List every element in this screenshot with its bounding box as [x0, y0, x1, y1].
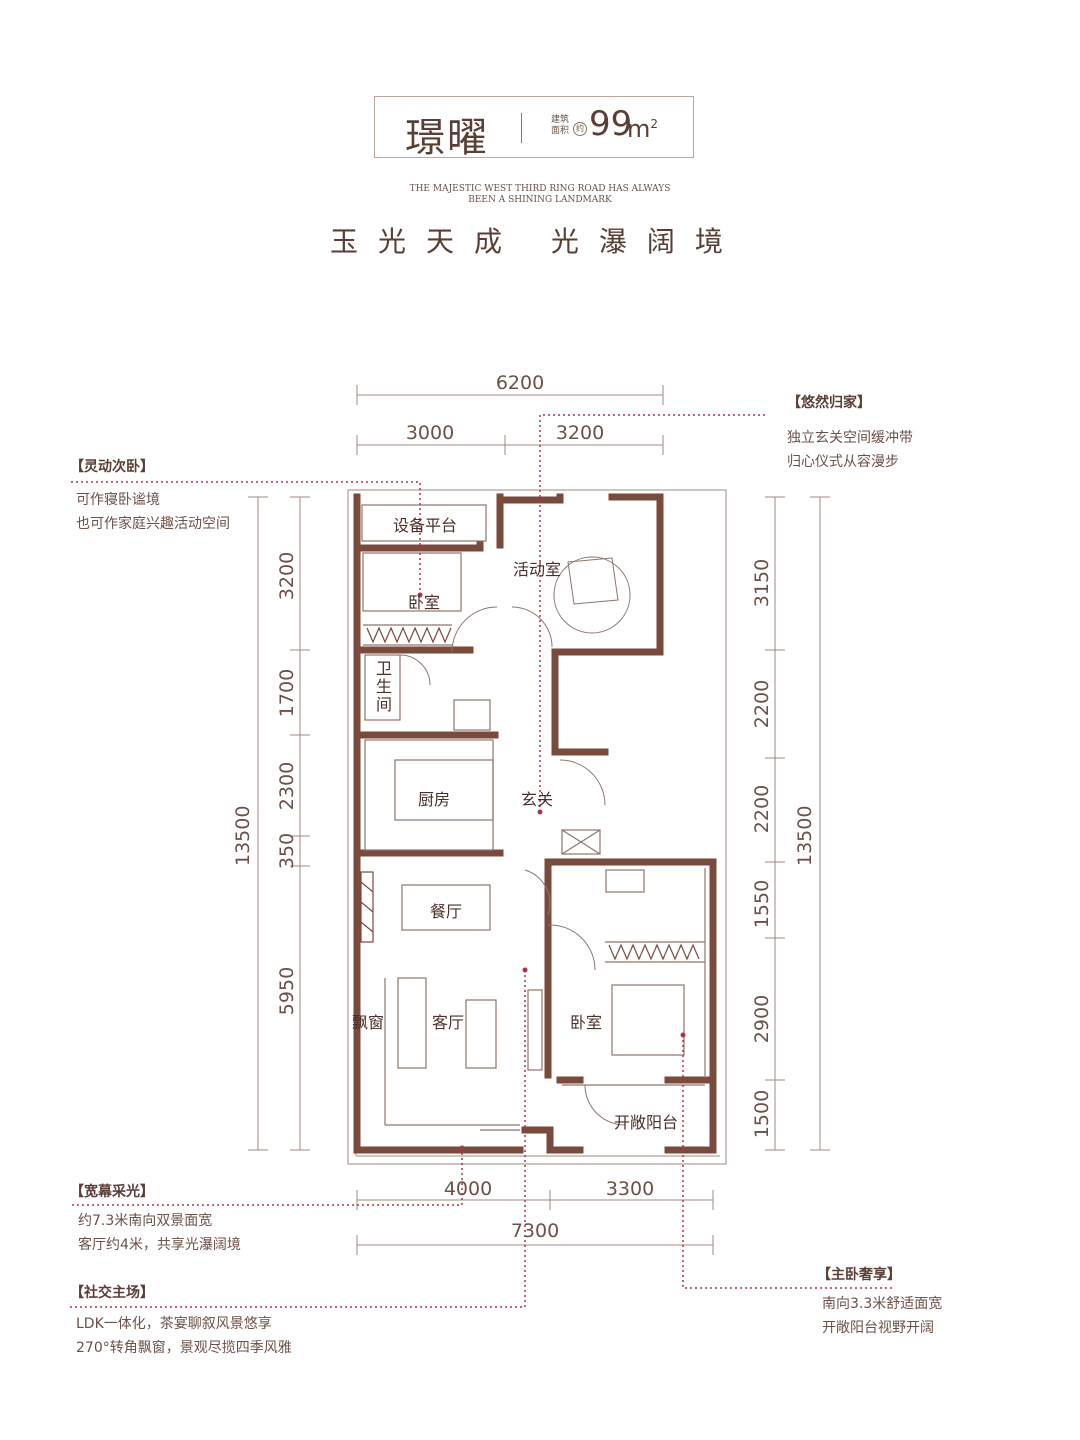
annotation-light-line: 客厅约4米，共享光瀑阔境 [78, 1237, 241, 1253]
dim-left-1: 3200 [276, 551, 298, 601]
dim-bottom-right: 3300 [605, 1178, 655, 1200]
annotation-home-line: 归心仪式从容漫步 [787, 454, 899, 470]
dim-bottom-left: 4000 [443, 1178, 493, 1200]
room-activity: 活动室 [513, 560, 562, 579]
area-value: 99 [589, 104, 633, 144]
dim-right-5: 2900 [751, 994, 773, 1044]
room-bedroom-small: 卧室 [408, 593, 441, 612]
dim-left-3: 2300 [276, 761, 298, 811]
walls [353, 493, 717, 1154]
room-entrance: 玄关 [521, 790, 554, 809]
annotation-social-title: 【社交主场】 [70, 1285, 154, 1301]
room-dining: 餐厅 [430, 902, 463, 921]
dim-left-2: 1700 [276, 668, 298, 718]
room-kitchen: 厨房 [418, 790, 451, 809]
outer-outline [347, 489, 727, 1165]
room-equipment: 设备平台 [393, 516, 458, 535]
annotation-light-title: 【宽幕采光】 [70, 1184, 154, 1200]
room-bay-window: 飘窗 [352, 1013, 385, 1032]
area-label: 建筑面积 [551, 115, 570, 136]
door-swings [399, 556, 631, 1126]
slogan: 玉光天成 光瀑阔境 [330, 225, 743, 258]
dim-right-3: 2200 [751, 784, 773, 834]
annotation-second-bedroom-line: 可作寝卧谧境 [76, 492, 160, 508]
title-separator [521, 113, 522, 143]
dim-right-total: 13500 [794, 805, 816, 866]
annotation-second-bedroom-line: 也可作家庭兴趣活动空间 [76, 516, 230, 532]
dim-bottom-total: 7300 [510, 1220, 560, 1242]
annotation-social-line: LDK一体化，茶宴聊叙风景悠享 [76, 1316, 272, 1332]
room-bathroom: 卫生间 [376, 659, 393, 714]
annotation-home-title: 【悠然归家】 [787, 395, 871, 411]
annotation-second-bedroom-title: 【灵动次卧】 [70, 459, 154, 475]
interior-lines [361, 504, 706, 1131]
annotation-light-line: 约7.3米南向双景面宽 [78, 1213, 213, 1229]
dimension-lines [248, 385, 830, 1255]
dim-right-4: 1550 [751, 879, 773, 929]
title-box: 璟曜 建筑面积 约 99 m2 [374, 96, 694, 161]
wardrobe-hatch [360, 626, 700, 961]
english-tagline: THE MAJESTIC WEST THIRD RING ROAD HAS AL… [409, 184, 671, 205]
annotation-master-line: 开敞阳台视野开阔 [822, 1320, 934, 1336]
unit-name: 璟曜 [405, 115, 489, 161]
dim-right-6: 1500 [751, 1089, 773, 1139]
dim-right-1: 3150 [751, 558, 773, 608]
dim-right-2: 2200 [751, 679, 773, 729]
annotation-master-title: 【主卧奢享】 [817, 1267, 901, 1283]
leader-lines [70, 414, 893, 1308]
dim-left-total: 13500 [232, 805, 254, 866]
annotation-master-line: 南向3.3米舒适面宽 [822, 1296, 943, 1312]
area-unit: m2 [627, 115, 659, 143]
leader-dots [417, 592, 686, 1151]
annotation-social-line: 270°转角飘窗，景观尽揽四季风雅 [76, 1340, 292, 1356]
room-living: 客厅 [432, 1013, 465, 1032]
room-bedroom-master: 卧室 [570, 1013, 603, 1032]
dim-top-left: 3000 [405, 422, 455, 444]
room-balcony: 开敞阳台 [614, 1113, 679, 1132]
dim-top-right: 3200 [555, 422, 605, 444]
dim-left-4: 350 [276, 832, 298, 870]
annotation-home-line: 独立玄关空间缓冲带 [787, 430, 913, 446]
dim-top-total: 6200 [495, 372, 545, 394]
area-approx: 约 [573, 122, 587, 136]
dim-left-5: 5950 [276, 966, 298, 1016]
